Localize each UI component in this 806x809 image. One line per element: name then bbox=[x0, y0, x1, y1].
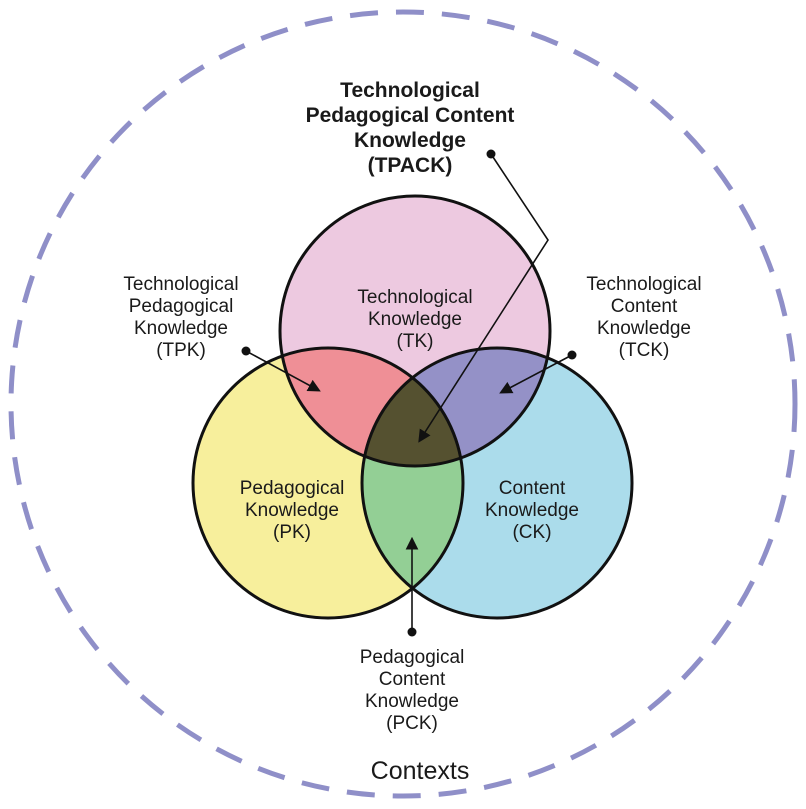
tck-label: Technological Content Knowledge (TCK) bbox=[586, 274, 702, 361]
tpack-pointer-dot bbox=[486, 149, 496, 159]
pk-outline bbox=[191, 346, 465, 620]
tpk-pointer bbox=[245, 350, 321, 392]
pck-pointer-dot bbox=[407, 627, 417, 637]
pk-label: Pedagogical Knowledge (PK) bbox=[239, 478, 345, 543]
tpk-pointer-dot bbox=[241, 346, 251, 356]
ck-outline bbox=[360, 346, 634, 620]
contexts-ring bbox=[8, 9, 798, 799]
contexts-label: Contexts bbox=[370, 757, 470, 785]
tpack-region bbox=[362, 348, 463, 466]
tck-pointer-dot bbox=[567, 350, 577, 360]
ck-label: Content Knowledge (CK) bbox=[484, 478, 580, 543]
tpack-pointer bbox=[418, 153, 549, 443]
pck-label: Pedagogical Content Knowledge (PCK) bbox=[359, 647, 465, 734]
tpack-title: Technological Pedagogical Content Knowle… bbox=[305, 79, 515, 177]
tck-pointer bbox=[499, 354, 573, 394]
tpk-label: Technological Pedagogical Knowledge (TPK… bbox=[123, 274, 239, 361]
tk-label: Technological Knowledge (TK) bbox=[357, 287, 473, 352]
tk-outline bbox=[278, 194, 552, 468]
